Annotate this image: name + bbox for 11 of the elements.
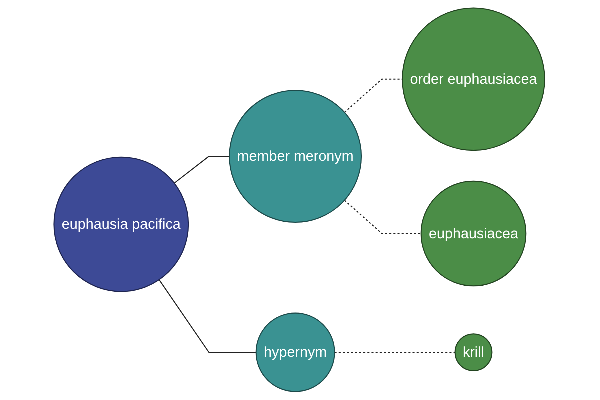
connector [159, 280, 257, 354]
connector [335, 352, 456, 354]
connector [174, 156, 230, 184]
node-circle: euphausiacea [421, 180, 528, 287]
node-circle: hypernym [256, 312, 336, 392]
connector [344, 200, 422, 234]
node-circle: member meronym [230, 90, 362, 224]
node-circle: krill [455, 334, 494, 372]
node-circle: order euphausiacea [402, 8, 546, 152]
connector [344, 78, 403, 114]
node-circle: euphausia pacifica [54, 156, 190, 292]
